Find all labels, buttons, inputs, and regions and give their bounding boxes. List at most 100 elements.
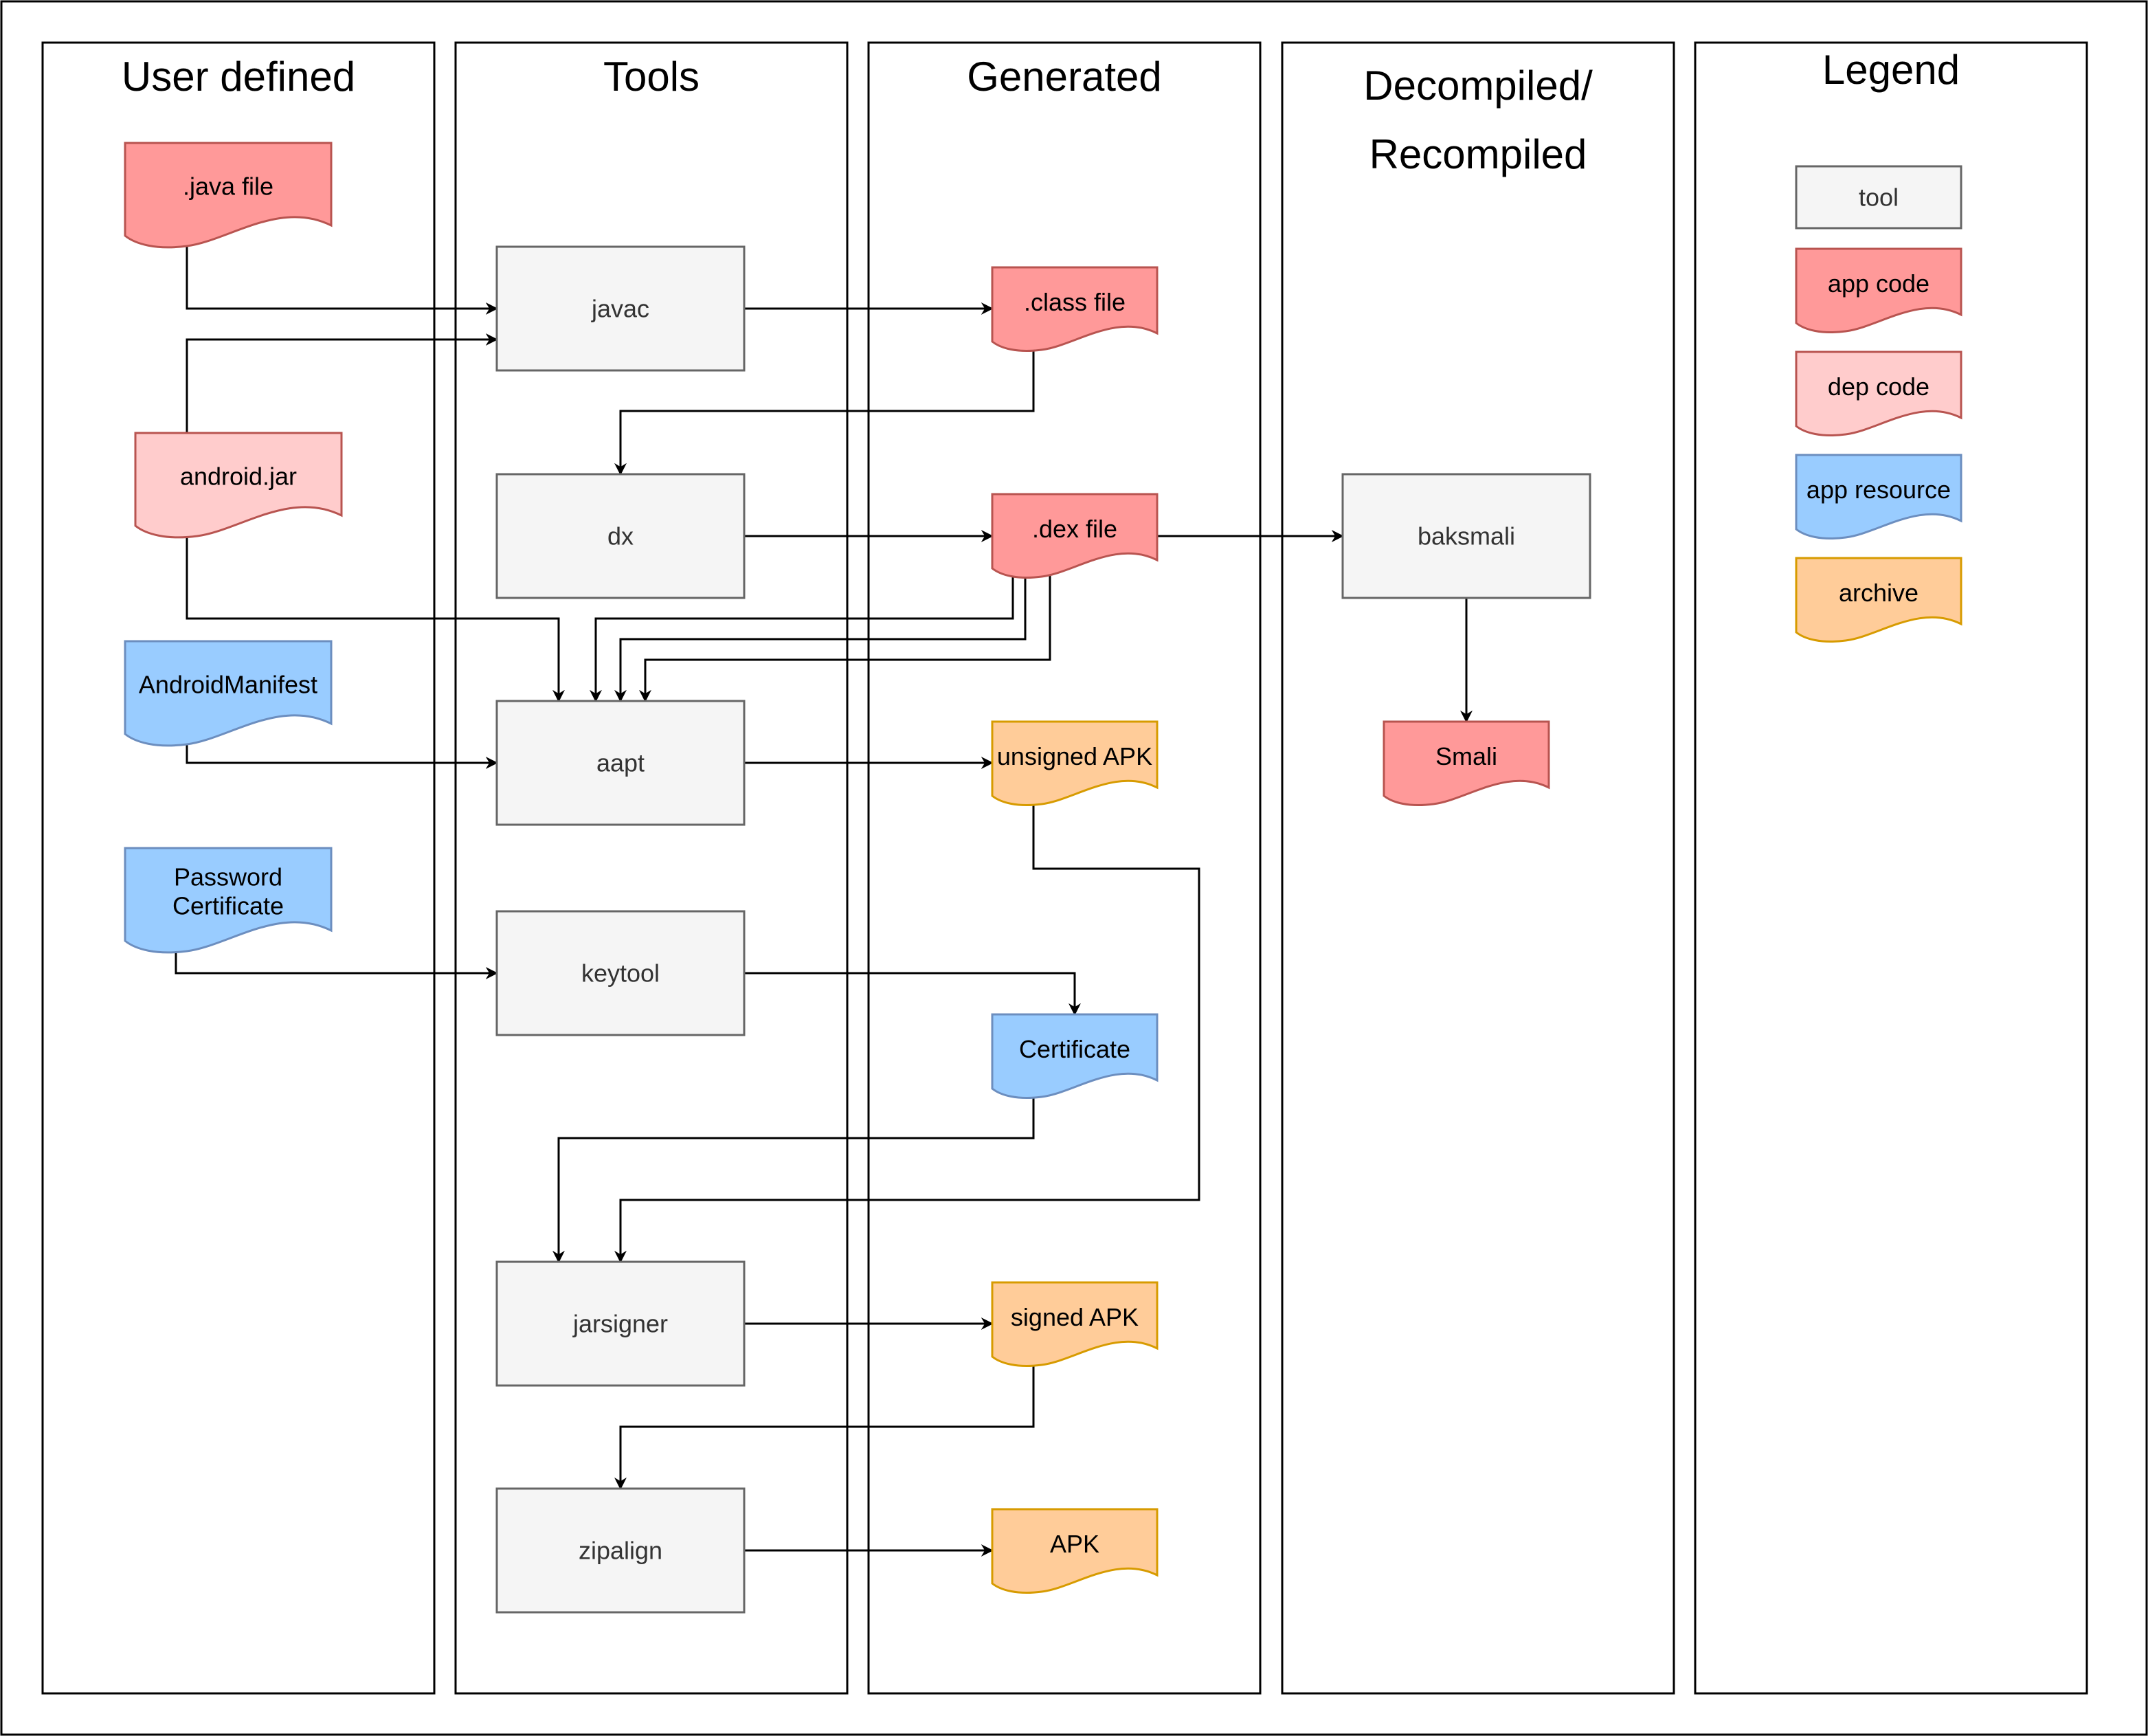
lane-generated: Generated: [867, 41, 1262, 1695]
edge-java-file-to-javac: [186, 246, 498, 315]
document-shape: [124, 142, 333, 249]
node-label: .java file: [183, 173, 273, 201]
node-label: tool: [1859, 183, 1899, 212]
edge-keytool-to-certificate: [744, 972, 1081, 1016]
tool-box: [495, 1260, 746, 1387]
node-dx: dx: [495, 473, 746, 599]
node-certificate: Certificate: [991, 1013, 1159, 1100]
edge-android-manifest-to-aapt: [186, 744, 498, 769]
node-label: javac: [591, 295, 649, 323]
edge-signed-apk-to-zipalign: [614, 1364, 1035, 1490]
document-shape: [1795, 557, 1962, 643]
node-legend-tool: tool: [1795, 165, 1962, 230]
node-label: app resource: [1806, 476, 1951, 504]
tool-box: [495, 245, 746, 372]
lane-frame: [1694, 41, 2088, 1695]
node-label: APK: [1050, 1530, 1099, 1558]
edge-class-file-to-dx: [614, 350, 1035, 476]
node-dex-file: .dex file: [991, 493, 1159, 579]
node-smali: Smali: [1383, 720, 1550, 807]
node-legend-app-code: app code: [1795, 247, 1962, 334]
node-label: android.jar: [180, 463, 297, 491]
node-label: baksmali: [1418, 522, 1515, 550]
tool-box: [495, 910, 746, 1036]
node-label: Certificate: [172, 892, 284, 920]
node-label: keytool: [581, 959, 660, 988]
edge-android-jar-to-javac: [186, 333, 498, 433]
node-label: .class file: [1024, 288, 1126, 316]
node-jarsigner: jarsigner: [495, 1260, 746, 1387]
node-label: AndroidManifest: [139, 671, 317, 699]
edge-dex-file-to-aapt: [639, 573, 1051, 702]
node-label: archive: [1839, 579, 1918, 607]
node-label: .dex file: [1032, 515, 1117, 543]
node-apk: APK: [991, 1508, 1159, 1594]
document-shape: [1383, 720, 1550, 807]
node-label: Smali: [1435, 742, 1497, 770]
document-shape: [134, 432, 343, 539]
lane-frame: [454, 41, 849, 1695]
node-aapt: aapt: [495, 700, 746, 826]
lane-tools: Tools: [454, 41, 849, 1695]
node-keytool: keytool: [495, 910, 746, 1036]
document-shape: [1795, 454, 1962, 540]
lane-frame: [41, 41, 436, 1695]
node-android-manifest: AndroidManifest: [124, 640, 333, 747]
tool-box: [495, 700, 746, 826]
lane-title: Legend: [1822, 47, 1960, 93]
edge-dex-file-to-aapt: [590, 572, 1014, 702]
lane-title: Generated: [967, 54, 1162, 100]
document-shape: [124, 640, 333, 747]
node-label: aapt: [596, 749, 645, 777]
lane-decompiled: Decompiled/Recompiled: [1281, 41, 1675, 1695]
edge-password-certificate-to-keytool: [175, 951, 498, 979]
document-shape: [991, 493, 1159, 579]
tool-box: [1341, 473, 1591, 599]
node-signed-apk: signed APK: [991, 1281, 1159, 1368]
lane-title: Decompiled/: [1363, 63, 1593, 109]
lane-title: Tools: [603, 54, 700, 100]
edge-android-jar-to-aapt: [186, 520, 565, 702]
node-unsigned-apk: unsigned APK: [991, 720, 1159, 807]
edge-unsigned-apk-to-jarsigner: [614, 803, 1200, 1263]
document-shape: [991, 1508, 1159, 1594]
node-android-jar: android.jar: [134, 432, 343, 539]
node-label: zipalign: [579, 1537, 662, 1565]
node-legend-archive: archive: [1795, 557, 1962, 643]
node-label: Password: [174, 863, 282, 891]
node-zipalign: zipalign: [495, 1487, 746, 1614]
edge-dex-file-to-aapt: [614, 573, 1027, 702]
node-legend-dep-code: dep code: [1795, 350, 1962, 437]
node-java-file: .java file: [124, 142, 333, 249]
node-label: app code: [1828, 269, 1929, 298]
node-baksmali: baksmali: [1341, 473, 1591, 599]
lane-frame: [1281, 41, 1675, 1695]
document-shape: [991, 720, 1159, 807]
document-shape: [124, 847, 333, 954]
lane-user-defined: User defined: [41, 41, 436, 1695]
document-shape: [991, 1281, 1159, 1368]
node-class-file: .class file: [991, 266, 1159, 353]
node-label: dep code: [1828, 372, 1929, 401]
edge-certificate-to-jarsigner: [552, 1093, 1035, 1263]
node-label: signed APK: [1011, 1303, 1139, 1331]
node-label: unsigned APK: [997, 742, 1152, 770]
document-shape: [991, 1013, 1159, 1100]
lane-legend: Legend: [1694, 41, 2088, 1695]
lane-frame: [867, 41, 1262, 1695]
document-shape: [1795, 350, 1962, 437]
node-label: jarsigner: [572, 1310, 668, 1338]
lane-title: Recompiled: [1369, 131, 1587, 177]
tool-box: [1795, 165, 1962, 230]
node-legend-app-resource: app resource: [1795, 454, 1962, 540]
node-javac: javac: [495, 245, 746, 372]
tool-box: [495, 473, 746, 599]
lane-title: User defined: [122, 54, 355, 100]
document-shape: [1795, 247, 1962, 334]
tool-box: [495, 1487, 746, 1614]
node-label: dx: [607, 522, 634, 550]
node-label: Certificate: [1019, 1035, 1130, 1063]
document-shape: [991, 266, 1159, 353]
